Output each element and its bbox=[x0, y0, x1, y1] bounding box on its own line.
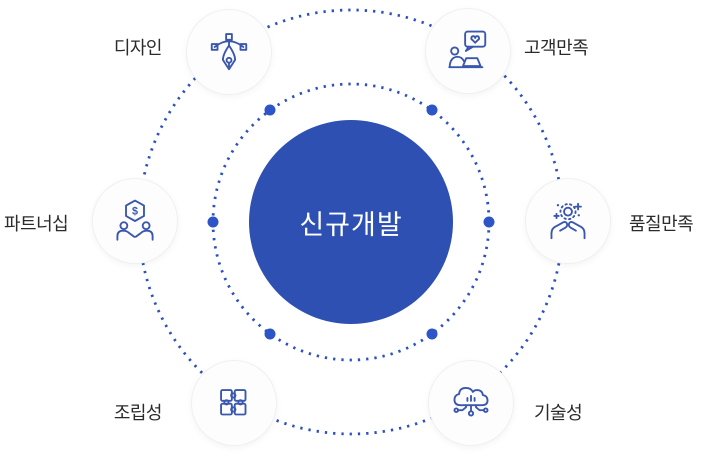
label-quality-satisfaction: 품질만족 bbox=[629, 214, 694, 234]
cloud-network-icon bbox=[453, 386, 489, 417]
orbit-dot-top-right bbox=[426, 104, 438, 116]
node-technology bbox=[429, 361, 513, 445]
label-customer-satisfaction: 고객만족 bbox=[524, 38, 589, 58]
node-quality-satisfaction bbox=[526, 179, 610, 263]
customer-heart-chat-icon bbox=[448, 30, 487, 69]
center-circle: 신규개발 bbox=[249, 120, 453, 324]
label-assembly: 조립성 bbox=[113, 403, 163, 423]
node-customer-satisfaction bbox=[426, 9, 510, 93]
orbit-solid-dots bbox=[207, 104, 495, 340]
orbit-dot-left bbox=[207, 216, 219, 228]
node-assembly bbox=[192, 361, 276, 445]
puzzle-icon bbox=[220, 389, 247, 416]
orbit-dot-bottom-right bbox=[426, 328, 438, 340]
label-design: 디자인 bbox=[113, 38, 163, 58]
handshake-dollar-icon: $ bbox=[116, 199, 154, 241]
orbit-dot-right bbox=[483, 216, 495, 228]
center-label: 신규개발 bbox=[299, 209, 403, 240]
node-partnership: $ bbox=[93, 179, 177, 263]
svg-text:$: $ bbox=[132, 206, 138, 218]
orbit-dot-bottom-left bbox=[264, 328, 276, 340]
node-design bbox=[187, 10, 271, 94]
pen-tool-icon bbox=[210, 33, 248, 71]
label-technology: 기술성 bbox=[534, 403, 583, 423]
label-partnership: 파트너십 bbox=[4, 214, 69, 234]
orbit-dot-top-left bbox=[264, 104, 276, 116]
hands-holding-sparkle-icon bbox=[550, 202, 586, 240]
